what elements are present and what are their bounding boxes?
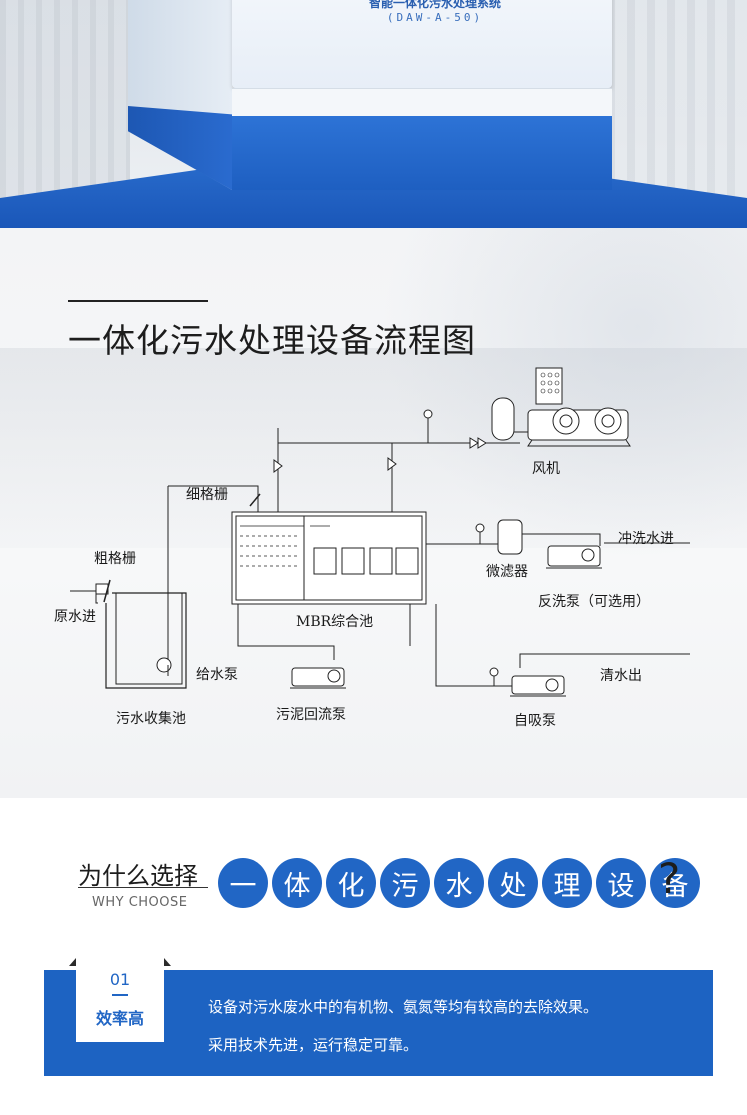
feature-tab <box>76 966 164 1042</box>
highlight-char: 设 <box>596 858 646 908</box>
feature-name: 效率高 <box>95 1009 144 1028</box>
highlight-char: 化 <box>326 858 376 908</box>
highlight-char: 体 <box>272 858 322 908</box>
why-question-prefix: 为什么选择 <box>78 862 198 890</box>
highlight-char: 理 <box>542 858 592 908</box>
label-flush-water-in: 冲洗水进 <box>618 531 674 547</box>
hero-product-image: 智能一体化污水处理系统 (DAW-A-50) <box>0 0 747 228</box>
label-blower: 风机 <box>532 461 560 477</box>
machine-base <box>232 116 612 190</box>
label-clear-water-out: 清水出 <box>600 668 642 684</box>
label-raw-water-in: 原水进 <box>54 609 96 625</box>
flow-chart-section: 一体化污水处理设备流程图 <box>0 228 747 798</box>
why-choose-section: 为什么选择 WHY CHOOSE 一 体 化 污 水 处 理 设 备 ? 01 … <box>0 798 747 1115</box>
feature-dash <box>112 994 128 996</box>
process-flow-diagram <box>70 367 690 697</box>
question-mark: ? <box>658 854 681 903</box>
label-collection-tank: 污水收集池 <box>116 711 186 727</box>
flow-title: 一体化污水处理设备流程图 <box>68 321 476 360</box>
tab-fold-right <box>164 958 171 966</box>
label-micro-filter: 微滤器 <box>486 564 528 580</box>
feature-number: 01 <box>109 970 131 989</box>
label-backwash-pump: 反洗泵（可选用） <box>538 594 650 610</box>
tab-fold-left <box>69 958 76 966</box>
product-name: 智能一体化污水处理系统 <box>368 0 501 10</box>
highlight-char: 水 <box>434 858 484 908</box>
highlight-char: 处 <box>488 858 538 908</box>
product-model: (DAW-A-50) <box>386 11 484 24</box>
flow-background-glow <box>380 228 747 558</box>
feature-line: 设备对污水废水中的有机物、氨氮等均有较高的去除效果。 <box>208 998 599 1016</box>
machine-band <box>232 88 612 116</box>
label-sludge-return-pump: 污泥回流泵 <box>276 707 346 723</box>
title-rule <box>68 300 208 302</box>
label-coarse-screen: 粗格栅 <box>94 551 136 567</box>
why-subtitle: WHY CHOOSE <box>92 895 188 910</box>
highlight-char: 一 <box>218 858 268 908</box>
highlight-circles: 一 体 化 污 水 处 理 设 备 <box>218 858 704 914</box>
machine-body <box>232 0 612 88</box>
highlight-char: 污 <box>380 858 430 908</box>
label-feed-pump: 给水泵 <box>196 667 238 683</box>
label-self-priming-pump: 自吸泵 <box>514 713 556 729</box>
highlight-char: 备 <box>650 858 700 908</box>
label-mbr-tank: MBR综合池 <box>296 614 374 630</box>
feature-line: 采用技术先进，运行稳定可靠。 <box>208 1036 419 1054</box>
why-underline <box>78 887 208 888</box>
label-fine-screen: 细格栅 <box>186 487 228 503</box>
